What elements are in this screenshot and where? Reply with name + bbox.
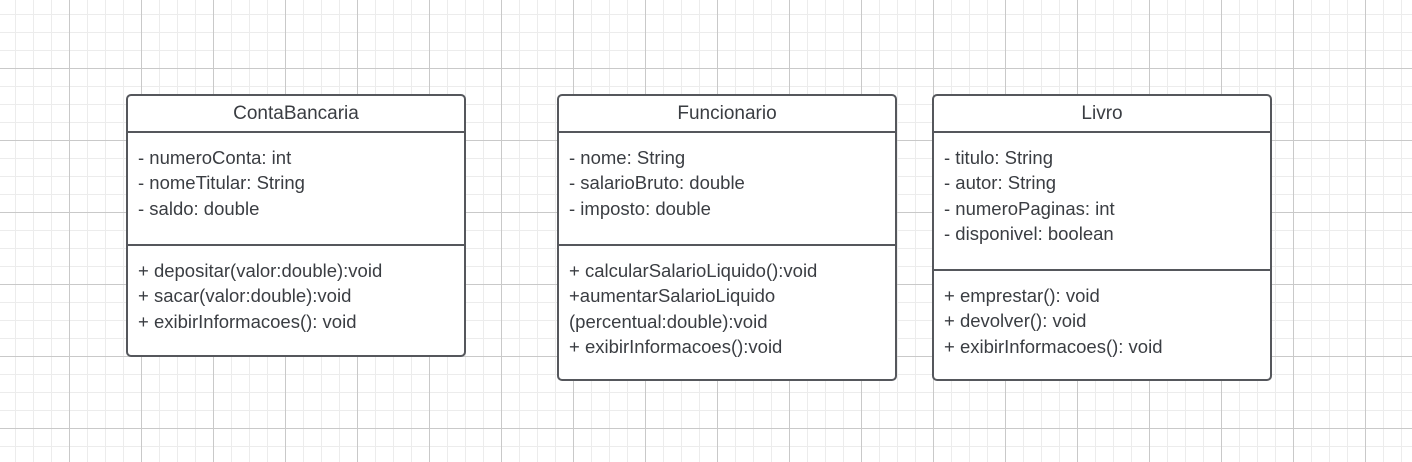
attribute: - nome: String — [569, 147, 686, 168]
methods-section: + depositar(valor:double):void + sacar(v… — [128, 246, 464, 334]
attributes-section: - numeroConta: int - nomeTitular: String… — [128, 133, 464, 246]
method: (percentual:double):void — [569, 310, 768, 332]
attribute: - saldo: double — [138, 197, 260, 219]
attribute: - disponivel: boolean — [944, 222, 1114, 244]
method: + emprestar(): void — [944, 285, 1100, 306]
class-name: Livro — [934, 96, 1270, 133]
method: + exibirInformacoes(): void — [944, 335, 1163, 357]
attribute: - imposto: double — [569, 197, 711, 219]
method: + exibirInformacoes(): void — [138, 310, 357, 332]
class-name: Funcionario — [559, 96, 895, 133]
class-box-funcionario[interactable]: Funcionario - nome: String - salarioBrut… — [557, 94, 897, 381]
attribute: - titulo: String — [944, 147, 1053, 168]
class-box-contabancaria[interactable]: ContaBancaria - numeroConta: int - nomeT… — [126, 94, 466, 357]
attribute: - numeroConta: int — [138, 147, 292, 168]
attribute: - autor: String — [944, 172, 1057, 194]
attributes-section: - nome: String - salarioBruto: double - … — [559, 133, 895, 246]
class-box-livro[interactable]: Livro - titulo: String - autor: String -… — [932, 94, 1272, 381]
method: + depositar(valor:double):void — [138, 260, 383, 281]
method: + devolver(): void — [944, 310, 1087, 332]
methods-section: + calcularSalarioLiquido():void +aumenta… — [559, 246, 895, 359]
class-name: ContaBancaria — [128, 96, 464, 133]
attributes-section: - titulo: String - autor: String - numer… — [934, 133, 1270, 271]
attribute: - salarioBruto: double — [569, 172, 745, 194]
method: + exibirInformacoes():void — [569, 335, 783, 357]
method: + calcularSalarioLiquido():void — [569, 260, 818, 281]
method: + sacar(valor:double):void — [138, 285, 352, 307]
attribute: - numeroPaginas: int — [944, 197, 1115, 219]
attribute: - nomeTitular: String — [138, 172, 305, 194]
method: +aumentarSalarioLiquido — [569, 285, 776, 307]
methods-section: + emprestar(): void + devolver(): void +… — [934, 271, 1270, 359]
